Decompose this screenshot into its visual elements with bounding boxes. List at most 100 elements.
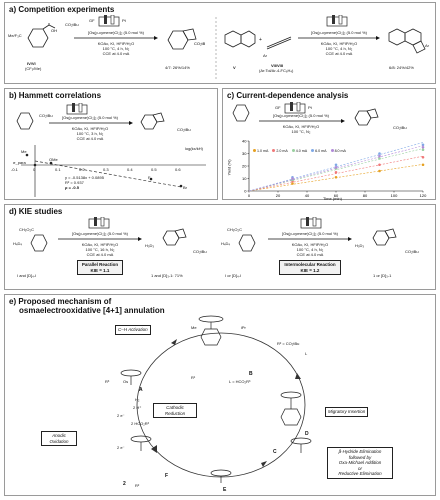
- legend-label: 6.0 mA: [315, 149, 327, 153]
- point-me: [25, 153, 29, 157]
- hammett-point-br: Br: [183, 185, 187, 190]
- product-right-ar: Ar: [425, 43, 429, 48]
- conditions-b-3: 100 °C, 3 h, N₂: [76, 131, 104, 136]
- chart-c-ylabel: Yield (%): [226, 159, 232, 176]
- alkyne-ester: [266, 36, 292, 50]
- kie-left-sm-ring: [30, 234, 48, 252]
- hammett-point-f: F: [148, 175, 151, 180]
- migratory-insertion-box: Migratory Insertion: [325, 407, 369, 417]
- conditions-right-line-4: CCE at 4.0 mA: [325, 51, 353, 56]
- data-point-series-2: [421, 148, 425, 152]
- hammett-eq2: R² = 0.937: [65, 180, 84, 185]
- kie-left-cond-4: CCE at 4.0 mA: [86, 252, 114, 257]
- kie-right-prod-ester: CO₂tBu: [405, 249, 419, 254]
- kie-left-box: Parallel Reaction KIE = 1.1: [77, 260, 123, 275]
- product-isobenzofuranone: CO₂tBu: [167, 28, 205, 50]
- conditions-b-4: CCE at 4.0 mA: [76, 136, 104, 141]
- cathodic-reduction-text: Cathodic Reduction: [164, 405, 186, 416]
- beta-hydride-line-1: β-Hydride Elimination: [338, 449, 382, 454]
- catalytic-cycle: [120, 315, 312, 483]
- kie-right-prod-sub: H₃D₃: [355, 243, 365, 248]
- conditions-right-line-3: 100 °C, 4 h, N₂: [325, 46, 353, 51]
- y-tick-label: 20: [242, 163, 247, 168]
- product-c-ester: CO₂tBu: [393, 125, 407, 130]
- legend-item: 1.0 mA: [253, 149, 268, 153]
- point-h: [33, 163, 37, 167]
- hammett-plot: [21, 145, 206, 197]
- point-br: [179, 184, 183, 188]
- kie-left-value: KIE = 1.1: [90, 267, 110, 273]
- intermediate-f: F: [165, 473, 169, 479]
- two-h-plus-label: 2 H⁺: [133, 405, 142, 410]
- legend-swatch: [311, 149, 315, 152]
- legend-label: 2.0 mA: [276, 149, 288, 153]
- svg-text:CO₂tBu: CO₂tBu: [194, 41, 205, 46]
- two-hco2r3-label: 2 HCO₂R³: [131, 421, 149, 426]
- hammett-sigma-label: σ_para: [13, 160, 26, 165]
- product-c: [354, 108, 379, 126]
- x-tick: 0.1: [55, 167, 61, 172]
- panel-d: d) KIE studies CH₃O₂C H₄D₄ I and [D]₄-I …: [4, 204, 436, 290]
- legend-item: 8.0 mA: [330, 149, 346, 153]
- intermediate-c: C: [273, 449, 277, 455]
- hammett-eq1: y = -0.5138x + 0.0895: [65, 175, 104, 180]
- panel-b: b) Hammett correlations CO₂tBu [Os(p-cym…: [4, 88, 218, 200]
- x-tick-label: 20: [276, 193, 281, 198]
- x-tick-label: 100: [391, 193, 398, 198]
- plus-sign: +: [259, 37, 262, 43]
- reactant-benzoic-acid: OH: [27, 23, 57, 48]
- conditions-c-3: 100 °C, N₂: [291, 129, 311, 134]
- r1-label: R¹: [191, 375, 196, 380]
- data-point-series-0: [334, 175, 338, 179]
- electrode-icon-c: [284, 102, 306, 114]
- product-label: 4/7: 26%/14%: [165, 65, 190, 70]
- conditions-b-1: [Os(p-cymene)Cl₂]₂ (5.0 mol %): [61, 115, 118, 120]
- panel-e-title-2: osmaelectrooxidative [4+1] annulation: [19, 306, 165, 315]
- os-a-label: Os: [123, 379, 129, 384]
- reagent-b: CO₂tBu: [39, 113, 53, 118]
- kie-left-cond-1: [Os(p-cymene)Cl₂]₂ (5.0 mol %): [71, 231, 128, 236]
- kie-right-cond-1: [Os(p-cymene)Cl₂]₂ (5.0 mol %): [281, 231, 338, 236]
- legend-item: 4.0 mA: [291, 149, 308, 153]
- x-tick: 0.5: [151, 167, 157, 172]
- product-b-ester: CO₂tBu: [177, 127, 191, 132]
- kie-right-type: Intermolecular Reaction: [284, 262, 336, 267]
- legend-label: 4.0 mA: [295, 149, 308, 153]
- panel-a: a) Competition experiments Me/F₃C OH IV/…: [4, 2, 436, 84]
- conditions-line-1: [Os(p-cymene)Cl₂]₂ (5.0 mol %): [87, 30, 144, 35]
- anodic-oxidation-box: Anodic Oxidation: [41, 431, 77, 446]
- fit-line-1: [248, 155, 424, 192]
- fit-line-3: [248, 142, 424, 192]
- data-point-series-4: [334, 165, 338, 169]
- data-point-series-0: [378, 169, 381, 173]
- kie-right-box: Intermolecular Reaction KIE = 1.2: [279, 260, 341, 275]
- data-point-series-4: [378, 154, 381, 158]
- legend-item: 2.0 mA: [272, 149, 288, 153]
- x-tick: 0: [33, 167, 36, 172]
- electrode-icon-right: [326, 15, 348, 27]
- fit-line-4: [248, 145, 424, 192]
- kie-right-electrode-icon: [300, 217, 322, 229]
- panel-e: e) Proposed mechanism of osmaelectrooxid…: [4, 294, 436, 496]
- kie-left-product-label: 1 and [D]₃-1: 71%: [151, 273, 183, 278]
- panel-a-divider: [215, 17, 217, 79]
- r3-a-label: R³: [105, 379, 110, 384]
- alkyne-sub-label: (Ar:Tol/Ar-4-FC₆H₄): [259, 68, 294, 73]
- product-2-r2: R²: [135, 483, 140, 488]
- x-tick-label: 60: [334, 193, 339, 198]
- x-tick: -0.1: [11, 167, 18, 172]
- two-e-top-label: 2 e⁻: [117, 413, 125, 418]
- x-tick: 0.2: [79, 167, 85, 172]
- beta-hydride-line-4: or: [357, 465, 362, 471]
- product-2-label: 2: [123, 481, 126, 487]
- conditions-right-line-2: KOAc, KI, HFIP/H₂O: [320, 41, 358, 46]
- reactant-v-label: V: [233, 65, 236, 70]
- product-b: [140, 112, 165, 130]
- l-label: L: [305, 351, 308, 356]
- y-tick-label: 30: [242, 151, 247, 156]
- data-point-series-3: [334, 163, 338, 167]
- reaction-arrow-right: [298, 36, 380, 40]
- hammett-rho: ρ = -0.5: [65, 185, 79, 190]
- alkyne-ar-label: Ar: [263, 53, 267, 58]
